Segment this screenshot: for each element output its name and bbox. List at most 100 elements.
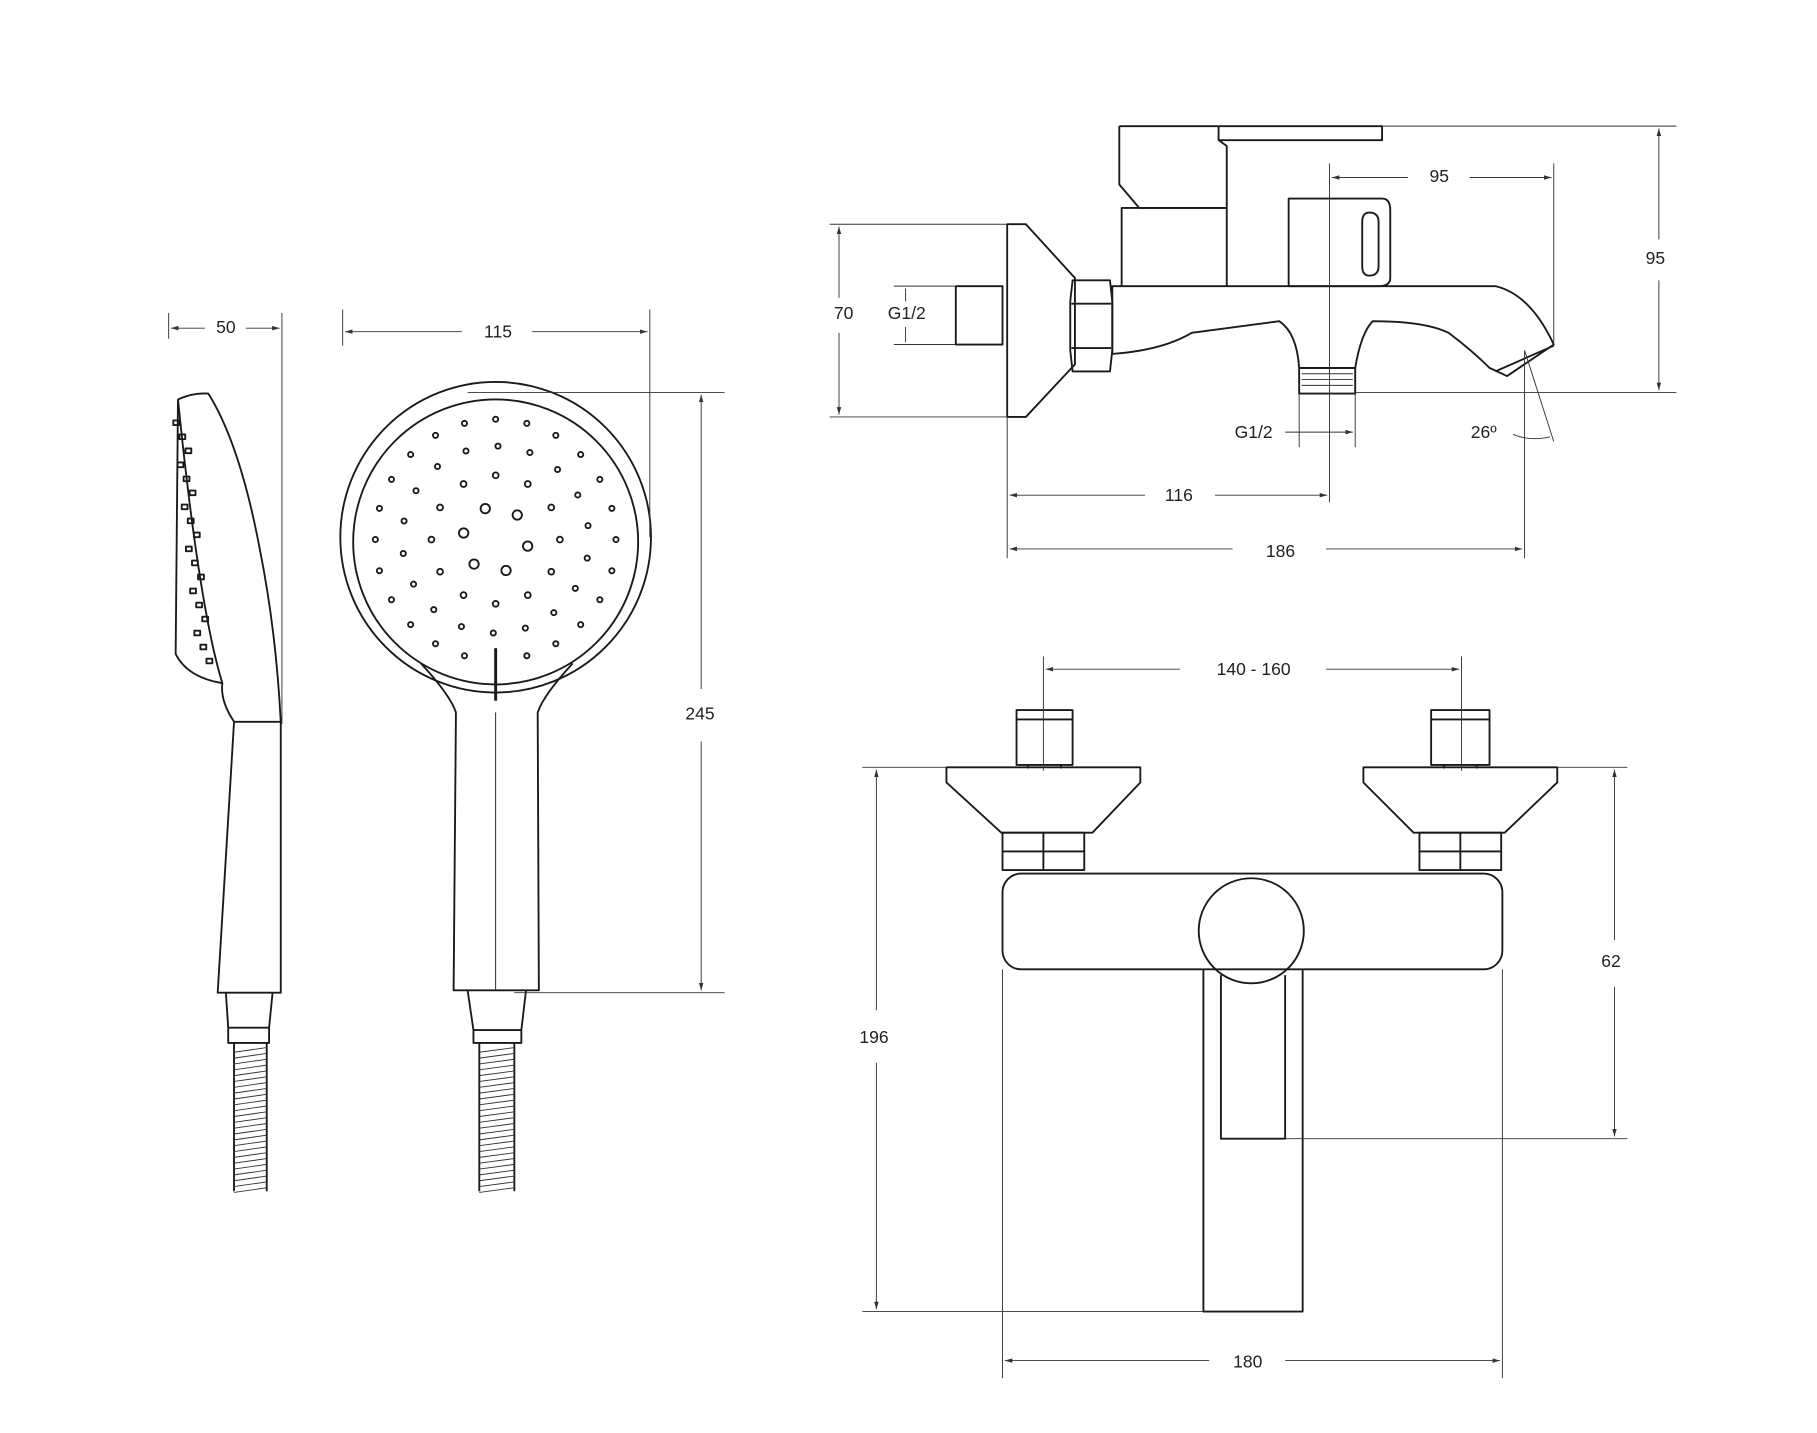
nozzle: [407, 451, 415, 459]
nozzle: [427, 535, 436, 544]
nozzle: [199, 643, 208, 651]
nozzle: [410, 580, 418, 588]
nozzle: [523, 591, 532, 600]
hose: [478, 1042, 516, 1193]
dim-wall-to-outlet: 116: [1165, 485, 1193, 505]
nozzle: [554, 465, 562, 473]
nozzle: [433, 462, 441, 470]
nozzle: [458, 527, 470, 539]
nozzle: [436, 567, 444, 576]
nozzle: [491, 599, 500, 608]
nozzle: [188, 489, 197, 497]
nozzle: [197, 573, 205, 581]
nozzle: [522, 540, 534, 552]
nozzle: [584, 522, 592, 530]
nozzle: [547, 567, 556, 576]
nozzle: [612, 536, 620, 544]
nozzle: [457, 623, 465, 631]
nozzle: [489, 629, 497, 637]
dim-body-height: 62: [1601, 951, 1620, 971]
nozzle: [184, 545, 193, 553]
dim-total-height: 95: [1646, 248, 1665, 268]
nozzle: [192, 531, 201, 539]
nozzle: [193, 629, 202, 637]
nozzle: [583, 554, 591, 562]
nozzle: [387, 596, 395, 604]
dim-handshower-length: 245: [685, 703, 714, 723]
nozzle: [459, 480, 468, 488]
nozzle: [526, 449, 534, 457]
nozzle: [500, 564, 512, 577]
nozzle: [552, 431, 560, 439]
nozzle: [371, 536, 379, 544]
nozzle: [556, 535, 564, 544]
mixer-front-view: [945, 709, 1559, 1313]
nozzle: [479, 503, 491, 515]
nozzle: [432, 640, 440, 648]
nozzle: [205, 657, 214, 665]
dim-handshower-depth: 50: [216, 317, 236, 337]
dim-outlet-thread: G1/2: [1235, 422, 1273, 442]
side-nozzles: [172, 419, 214, 665]
nozzle: [491, 471, 500, 480]
dim-inlet-spacing: 140 - 160: [1217, 659, 1291, 679]
nozzle: [511, 509, 523, 521]
nozzle: [178, 433, 187, 441]
dim-body-width: 180: [1233, 1352, 1262, 1372]
spray-nozzles: [371, 415, 620, 660]
nozzle: [184, 447, 193, 455]
dim-front-height: 196: [859, 1027, 888, 1047]
nozzle: [176, 461, 185, 469]
handshower-front-view: [339, 380, 652, 1193]
nozzle: [182, 475, 191, 483]
nozzle: [387, 475, 395, 483]
nozzle: [407, 621, 415, 629]
nozzle: [195, 601, 203, 609]
nozzle: [430, 606, 438, 614]
nozzle: [436, 503, 444, 512]
nozzle: [577, 621, 585, 629]
nozzle: [400, 517, 408, 525]
dimension-lines: [168, 125, 1677, 1379]
nozzle: [375, 504, 383, 512]
nozzle: [412, 487, 420, 495]
dimension-labels: 50 115 245 70 G1/2 95 95 G1/2 26º 116 18…: [216, 166, 1665, 1371]
nozzle: [523, 480, 532, 488]
nozzle: [432, 431, 440, 439]
dim-flange-height: 70: [834, 303, 854, 323]
nozzle: [596, 596, 604, 604]
dim-handshower-width: 115: [484, 321, 512, 341]
nozzle: [492, 415, 500, 423]
nozzle: [180, 503, 189, 511]
nozzle: [608, 567, 616, 575]
dim-inlet-thread: G1/2: [888, 303, 926, 323]
nozzle: [577, 451, 585, 459]
nozzle: [547, 503, 556, 512]
nozzle: [574, 491, 582, 499]
dim-spout-offset: 95: [1430, 166, 1449, 186]
nozzle: [191, 559, 199, 567]
nozzle: [523, 652, 531, 660]
nozzle: [552, 640, 560, 648]
nozzle: [521, 624, 529, 632]
dim-spout-angle: 26º: [1471, 422, 1497, 442]
hose: [233, 1042, 268, 1193]
nozzle: [460, 652, 468, 660]
nozzle: [608, 504, 616, 512]
nozzle: [399, 549, 407, 557]
nozzle: [550, 609, 558, 617]
nozzle: [468, 558, 480, 570]
nozzle: [494, 442, 502, 450]
dim-total-projection: 186: [1266, 541, 1295, 561]
handshower-side-view: [172, 392, 282, 1193]
mixer-side-view: [954, 125, 1555, 418]
nozzle: [459, 591, 468, 600]
nozzle: [462, 447, 470, 455]
nozzle: [571, 584, 579, 592]
nozzle: [172, 419, 181, 427]
nozzle: [189, 587, 197, 595]
nozzle: [596, 475, 604, 483]
nozzle: [201, 615, 210, 623]
